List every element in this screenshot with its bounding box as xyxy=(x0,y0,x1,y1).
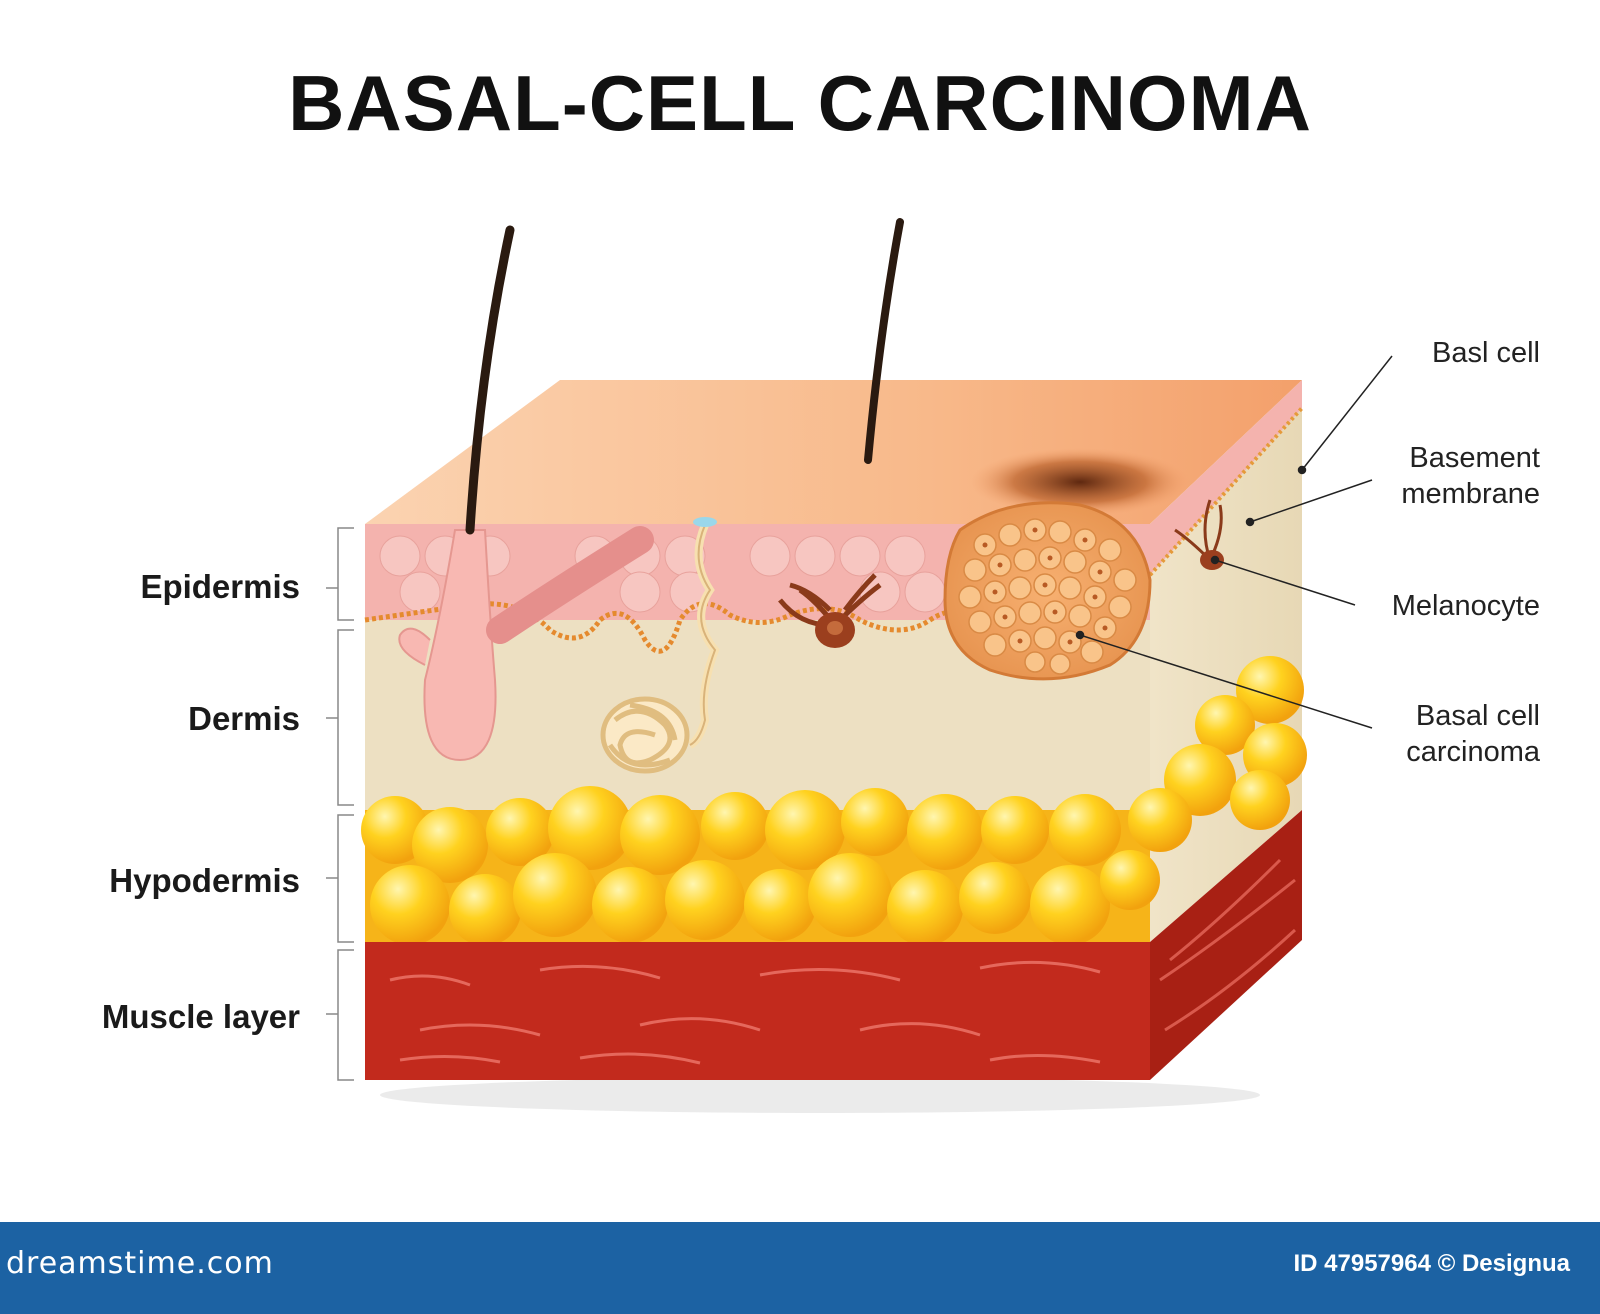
sweat-gland-coil xyxy=(600,696,690,774)
layer-label-muscle: Muscle layer xyxy=(101,998,300,1035)
callout-melanocyte: Melanocyte xyxy=(1391,590,1540,622)
layer-label-hypodermis: Hypodermis xyxy=(109,862,300,899)
block-shadow xyxy=(380,1077,1260,1113)
footer-image-id: ID 47957964 © Designua xyxy=(1293,1250,1571,1277)
callout-basal-cell: Basl cell xyxy=(1432,337,1540,369)
page-title: BASAL-CELL CARCINOMA xyxy=(288,59,1312,147)
lesion-icon xyxy=(970,448,1190,516)
fat-cells xyxy=(361,786,1160,946)
callout-basement-membrane: Basement membrane xyxy=(1401,442,1540,510)
callout-leaders xyxy=(1075,355,1393,729)
footer-site-logo: dreamstime.com xyxy=(6,1246,274,1281)
skin-diagram xyxy=(326,218,1393,1113)
hair-shaft-left xyxy=(465,225,515,535)
hair-shaft-right xyxy=(864,218,904,464)
layer-brackets xyxy=(326,527,354,1081)
layer-label-dermis: Dermis xyxy=(188,700,300,737)
footer-bar: dreamstime.com ID 47957964 © Designua xyxy=(0,1222,1600,1314)
melanocyte-icon xyxy=(778,573,882,648)
side-epidermis xyxy=(1150,380,1302,575)
layer-label-epidermis: Epidermis xyxy=(140,568,300,605)
basal-cell-carcinoma-tumor xyxy=(943,501,1152,681)
callout-basal-cell-carcinoma: Basal cell carcinoma xyxy=(1406,700,1540,768)
